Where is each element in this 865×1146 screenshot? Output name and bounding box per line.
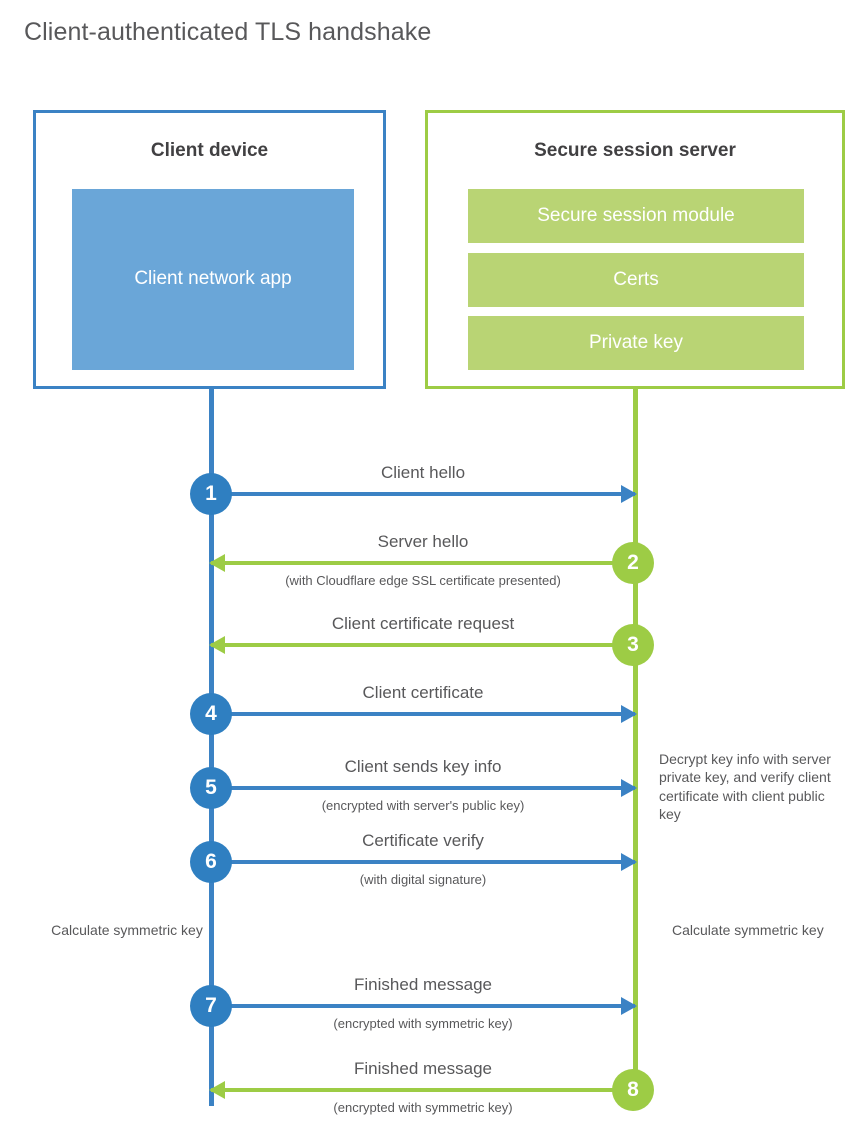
- page-title: Client-authenticated TLS handshake: [24, 18, 432, 46]
- client-device-title: Client device: [150, 140, 269, 161]
- message-label-6: Certificate verify: [362, 831, 484, 850]
- arrow-left-icon: [209, 1081, 225, 1099]
- step-badge-8: 8: [612, 1069, 654, 1111]
- message-arrow-line-4: [211, 712, 635, 716]
- step-badge-7: 7: [190, 985, 232, 1027]
- message-arrow-line-8: [211, 1088, 635, 1092]
- message-arrow-line-1: [211, 492, 635, 496]
- arrow-right-icon: [621, 485, 637, 503]
- message-arrow-line-2: [211, 561, 635, 565]
- message-label-1: Client hello: [380, 463, 466, 482]
- message-sublabel-5: (encrypted with server's public key): [321, 798, 525, 813]
- arrow-right-icon: [621, 779, 637, 797]
- note-calculate-symmetric-key-server: Calculate symmetric key: [672, 922, 824, 938]
- arrow-right-icon: [621, 705, 637, 723]
- server-block-certs: Certs: [468, 253, 804, 307]
- message-arrow-line-7: [211, 1004, 635, 1008]
- step-badge-6: 6: [190, 841, 232, 883]
- client-lifeline: [209, 389, 214, 1106]
- message-sublabel-6: (with digital signature): [359, 872, 487, 887]
- message-sublabel-8: (encrypted with symmetric key): [333, 1100, 513, 1115]
- arrow-left-icon: [209, 554, 225, 572]
- message-arrow-line-5: [211, 786, 635, 790]
- server-block-private-key: Private key: [468, 316, 804, 370]
- secure-session-server-panel: Secure session server Secure session mod…: [425, 110, 845, 389]
- step-badge-5: 5: [190, 767, 232, 809]
- arrow-left-icon: [209, 636, 225, 654]
- note-calculate-symmetric-key-client: Calculate symmetric key: [51, 922, 203, 938]
- message-label-7: Finished message: [354, 975, 492, 994]
- message-arrow-line-6: [211, 860, 635, 864]
- server-block-secure-session-module: Secure session module: [468, 189, 804, 243]
- message-label-3: Client certificate request: [331, 614, 515, 633]
- step-badge-4: 4: [190, 693, 232, 735]
- message-label-8: Finished message: [354, 1059, 492, 1078]
- message-sublabel-7: (encrypted with symmetric key): [333, 1016, 513, 1031]
- message-arrow-line-3: [211, 643, 635, 647]
- client-network-app-block: Client network app: [72, 189, 354, 370]
- arrow-right-icon: [621, 997, 637, 1015]
- client-device-panel: Client device Client network app: [33, 110, 386, 389]
- arrow-right-icon: [621, 853, 637, 871]
- step-badge-2: 2: [612, 542, 654, 584]
- note-decrypt-key-info: Decrypt key info with server private key…: [659, 751, 831, 823]
- step-badge-1: 1: [190, 473, 232, 515]
- message-label-2: Server hello: [377, 532, 469, 551]
- message-label-4: Client certificate: [362, 683, 484, 702]
- message-label-5: Client sends key info: [344, 757, 502, 776]
- secure-session-server-title: Secure session server: [534, 140, 736, 161]
- server-lifeline: [633, 389, 638, 1089]
- message-sublabel-2: (with Cloudflare edge SSL certificate pr…: [285, 573, 561, 588]
- step-badge-3: 3: [612, 624, 654, 666]
